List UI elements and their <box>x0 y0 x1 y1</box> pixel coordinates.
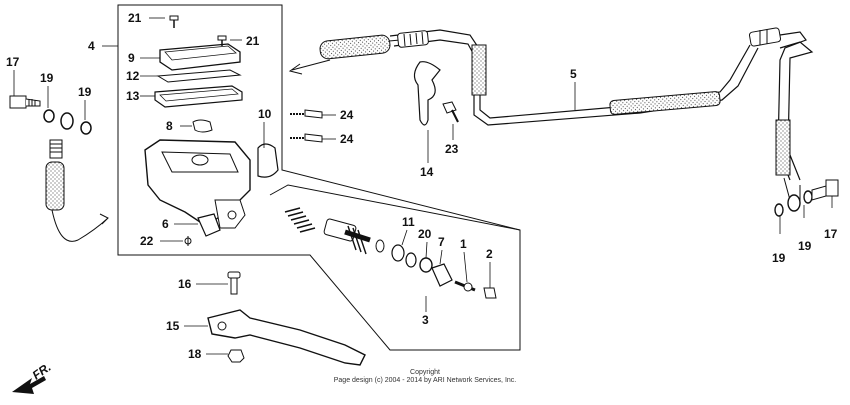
master-cylinder-assembly-frame <box>117 4 521 351</box>
callout-1: 1 <box>460 237 467 251</box>
banjo-fitting-left <box>60 112 74 130</box>
callout-24-lower: 24 <box>340 132 354 146</box>
callout-8: 8 <box>166 119 173 133</box>
callout-11: 11 <box>402 215 415 229</box>
callout-6: 6 <box>162 217 169 231</box>
banjo-bolt-right <box>811 179 839 201</box>
callout-24-upper: 24 <box>340 108 354 122</box>
callout-21-right: 21 <box>246 34 260 48</box>
copyright-line-1: Copyright <box>410 369 440 376</box>
callout-21-top: 21 <box>128 11 142 25</box>
callout-22: 22 <box>140 234 154 248</box>
clutch-hose <box>319 27 814 201</box>
reservoir-clip <box>192 119 213 133</box>
piston-washer <box>405 252 417 268</box>
lever-pivot-bolt <box>227 271 241 295</box>
callout-19-right-2: 19 <box>798 239 812 253</box>
piston-seal <box>391 244 405 262</box>
handlebar-holder <box>257 143 279 178</box>
diaphragm-plate <box>156 69 242 83</box>
sealing-washer-left-2 <box>80 121 92 135</box>
piston-spring <box>284 207 316 233</box>
callout-15: 15 <box>166 319 180 333</box>
clutch-lever <box>207 309 366 366</box>
callout-17-right: 17 <box>824 227 838 241</box>
reservoir-diaphragm <box>154 85 243 108</box>
callout-19-left-2: 19 <box>78 85 92 99</box>
callout-7: 7 <box>438 235 445 249</box>
piston-kit-frame <box>269 184 521 231</box>
cap-screw-left <box>169 15 179 28</box>
callout-4: 4 <box>88 39 95 53</box>
assembly-arrow <box>291 59 331 71</box>
hose-end-left <box>45 139 109 242</box>
callout-12: 12 <box>126 69 140 83</box>
sealing-washer-left-1 <box>43 109 55 123</box>
holder-bolt-lower <box>290 133 323 143</box>
dust-boot <box>431 263 453 287</box>
callout-20: 20 <box>418 227 432 241</box>
assembly-arrow-head <box>288 63 303 75</box>
callout-17-left: 17 <box>6 55 20 69</box>
banjo-fitting-right <box>787 194 801 212</box>
cap-screw-right <box>217 35 227 46</box>
callout-19-right-1: 19 <box>772 251 786 265</box>
lever-pivot <box>217 321 227 331</box>
callout-16: 16 <box>178 277 192 291</box>
clutch-switch <box>197 213 221 237</box>
callout-2: 2 <box>486 247 493 261</box>
callout-5: 5 <box>570 67 577 81</box>
leader-lines <box>13 17 833 355</box>
snap-ring <box>419 257 433 273</box>
reservoir-cap <box>159 43 241 71</box>
lever-nut <box>227 349 245 363</box>
callout-23: 23 <box>445 142 459 156</box>
callout-10: 10 <box>258 107 272 121</box>
callout-numbers: 21 21 4 9 12 13 8 10 6 22 17 19 19 5 14 … <box>6 11 838 361</box>
callout-3: 3 <box>422 313 429 327</box>
sealing-washer-right-2 <box>803 190 813 204</box>
callout-13: 13 <box>126 89 140 103</box>
callout-14: 14 <box>420 165 434 179</box>
clamp-bolt <box>442 101 459 123</box>
banjo-bolt-left <box>9 95 41 109</box>
hose-clamp <box>413 61 441 126</box>
sealing-washer-right-1 <box>774 203 784 217</box>
callout-9: 9 <box>128 51 135 65</box>
holder-bolt-upper <box>290 109 323 119</box>
switch-screw <box>184 236 192 246</box>
piston-assembly <box>323 218 385 255</box>
master-cylinder-body <box>144 139 251 229</box>
copyright-line-2: Page design (c) 2004 - 2014 by ARI Netwo… <box>333 377 517 384</box>
callout-18: 18 <box>188 347 202 361</box>
push-rod-nut <box>483 287 497 299</box>
callout-19-left-1: 19 <box>40 71 54 85</box>
push-rod <box>454 280 476 292</box>
